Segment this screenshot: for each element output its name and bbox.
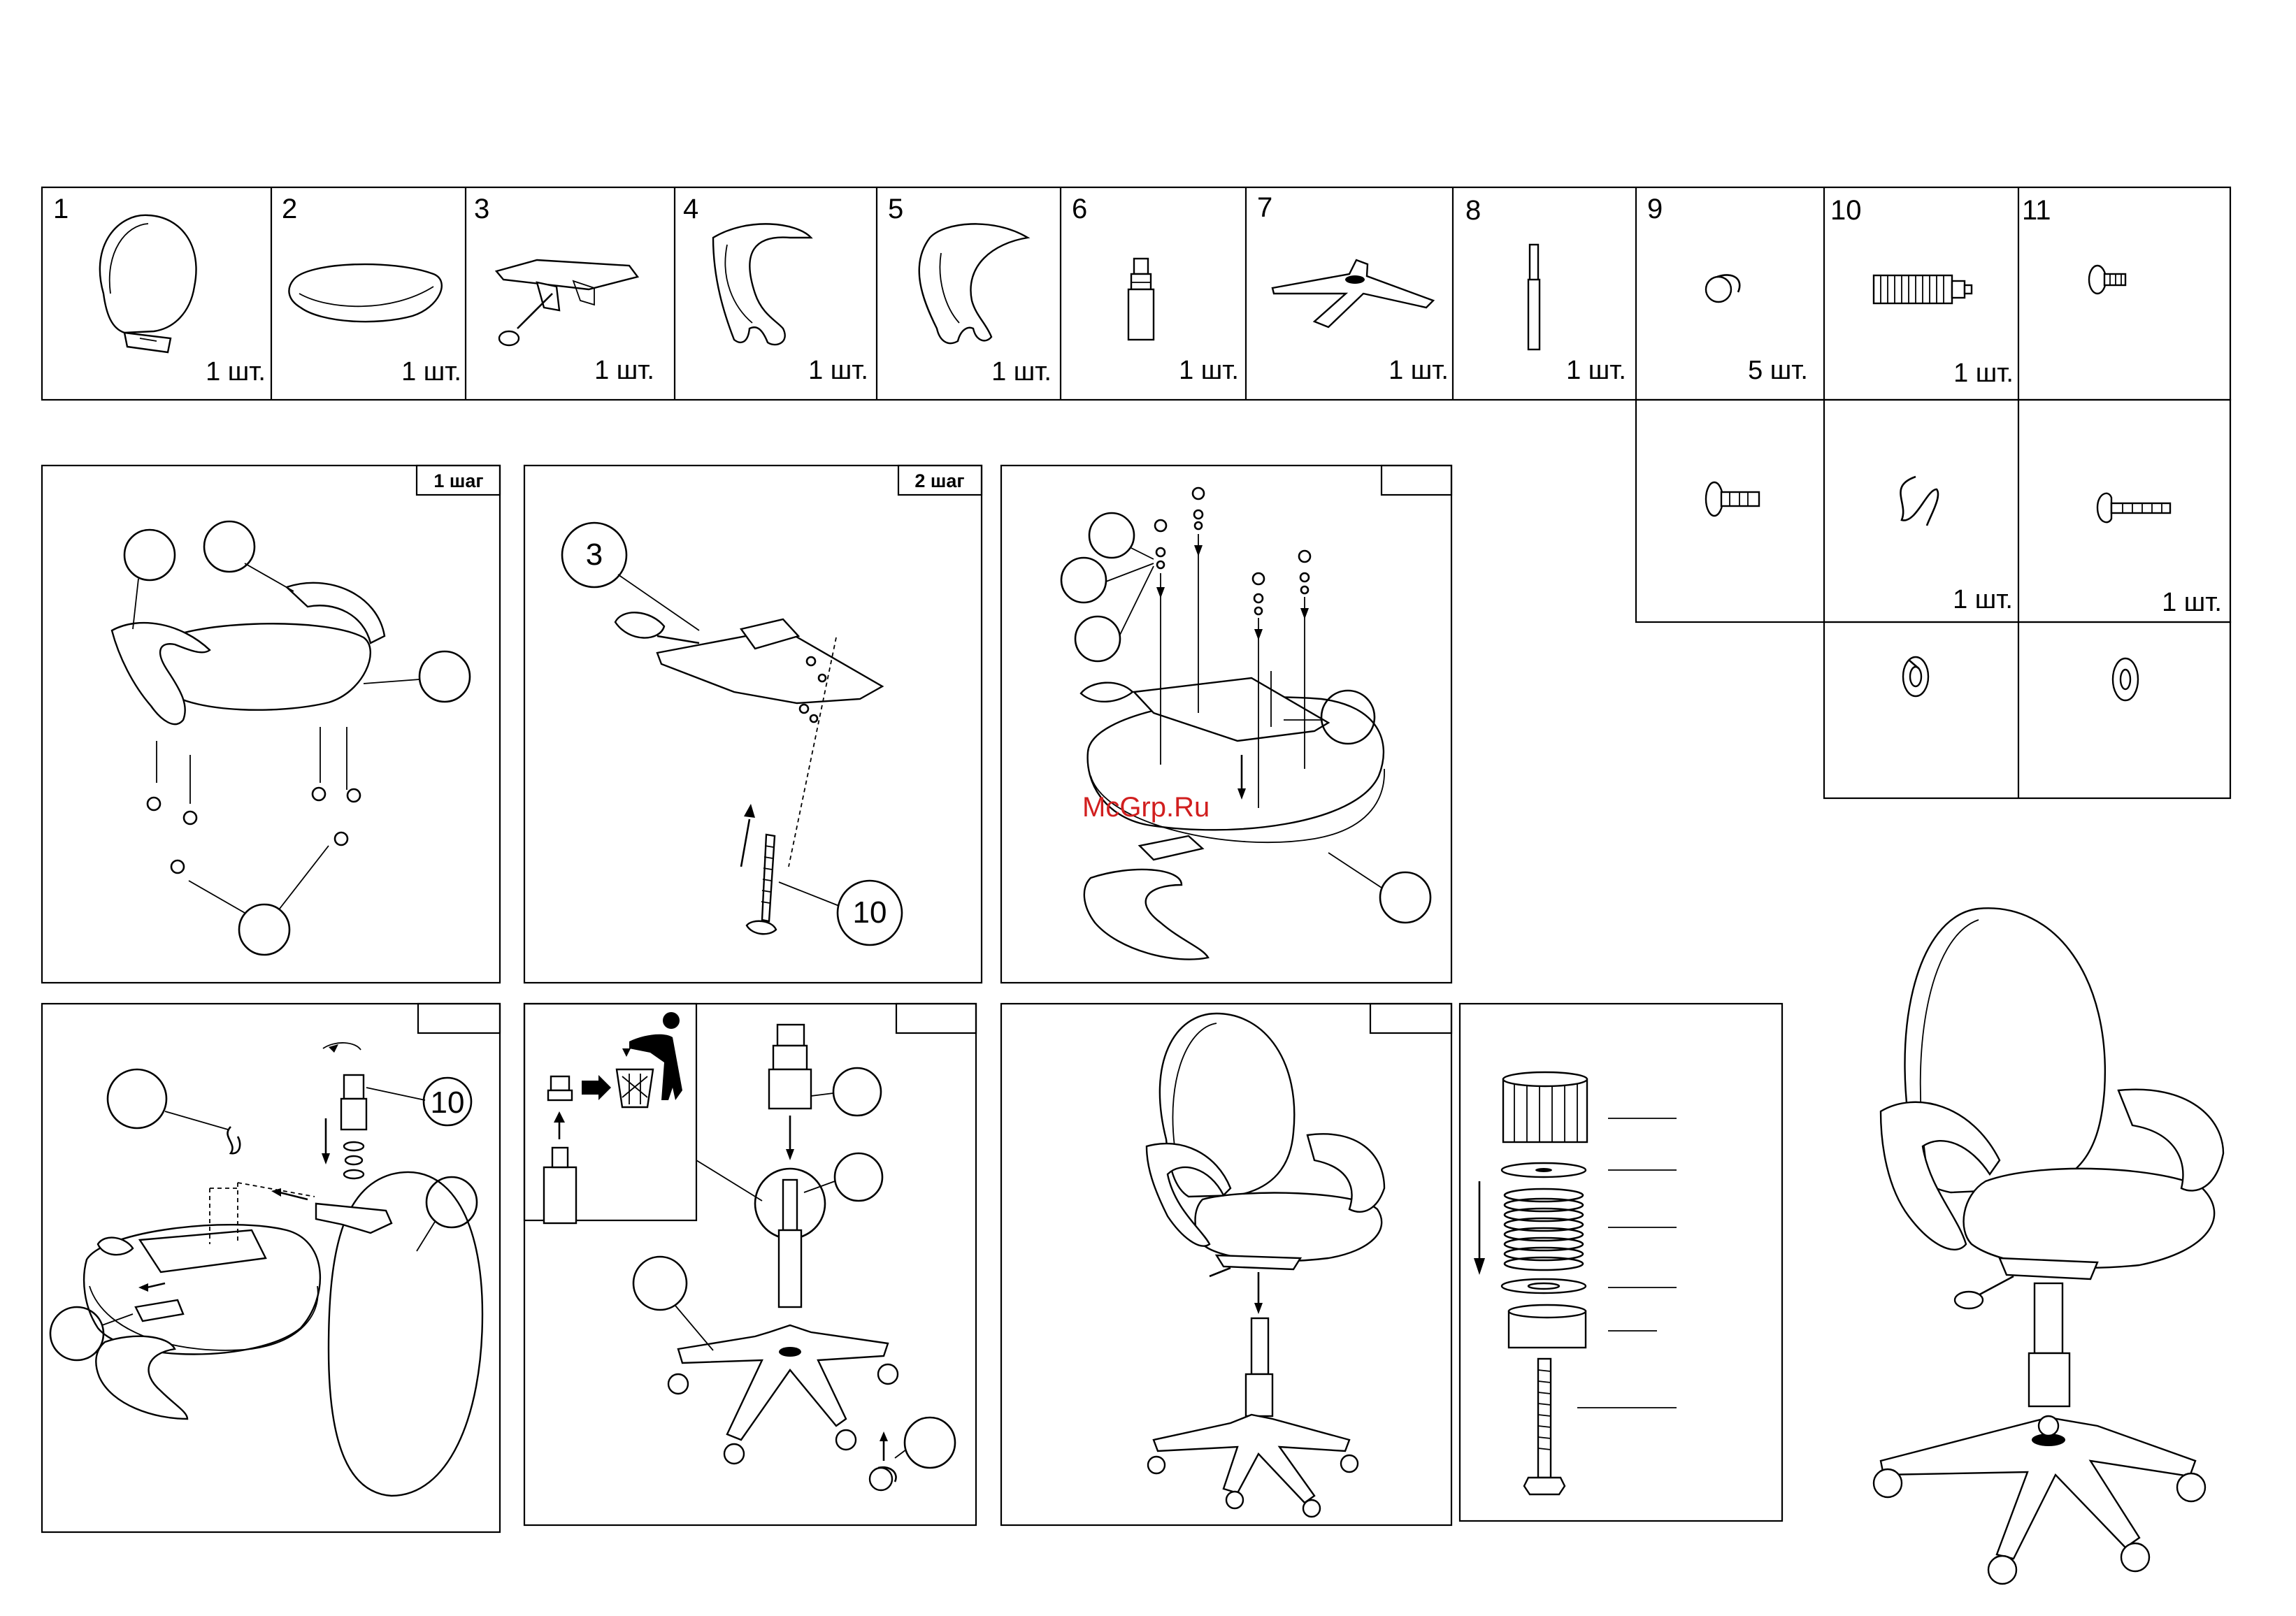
hardware-qty-12: 1 шт.	[1953, 585, 2013, 614]
screw-short-icon	[2089, 266, 2125, 294]
part-qty-9: 5 шт.	[1748, 356, 1808, 385]
step-label-2: 2 шаг	[914, 470, 964, 491]
step-panel-3: McGrp.Ru	[1001, 466, 1451, 983]
spring-clip-icon	[1900, 477, 1938, 526]
armrest-left-icon	[713, 224, 811, 345]
mechanism-icon	[496, 260, 638, 345]
lock-washer-icon	[1903, 657, 1928, 696]
star-base-icon	[1272, 260, 1433, 327]
watermark: McGrp.Ru	[1082, 792, 1210, 823]
step-panel-5	[524, 1004, 976, 1525]
hardware-qty-13: 1 шт.	[2162, 588, 2222, 617]
part-number-2: 2	[282, 194, 297, 224]
armrest-right-icon	[919, 224, 1028, 343]
step2-callout-bolt: 10	[853, 895, 887, 930]
part-qty-5: 1 шт.	[991, 357, 1052, 387]
caster-icon	[1706, 275, 1739, 302]
part-number-11: 11	[2022, 195, 2051, 226]
step4-callout-bolt: 10	[431, 1085, 465, 1120]
part-qty-2: 1 шт.	[401, 357, 461, 387]
part-quantities: 1 шт. 1 шт. 1 шт. 1 шт. 1 шт. 1 шт. 1 шт…	[206, 356, 2222, 617]
gas-spring-bolt-icon	[1874, 275, 1972, 303]
seat-icon	[289, 264, 441, 322]
part-number-8: 8	[1465, 195, 1481, 226]
part-number-10: 10	[1830, 195, 1862, 226]
part-number-3: 3	[474, 194, 489, 224]
step-panel-7	[1460, 1004, 1782, 1521]
part-qty-3: 1 шт.	[594, 356, 654, 385]
part-numbers: 1 2 3 4 5 6 7 8 9 10 11	[53, 192, 2051, 226]
part-number-6: 6	[1072, 194, 1087, 224]
screw-long-icon	[2097, 493, 2170, 522]
part-qty-7: 1 шт.	[1389, 356, 1449, 385]
backrest-icon	[100, 215, 196, 352]
part-number-1: 1	[53, 194, 69, 224]
step-panel-6	[1001, 1004, 1451, 1525]
part-qty-4: 1 шт.	[808, 356, 868, 385]
step-label-1: 1 шаг	[433, 470, 483, 491]
gas-pin-icon	[1528, 245, 1540, 349]
screw-medium-icon	[1706, 482, 1759, 516]
assembled-chair-illustration	[1874, 908, 2223, 1584]
part-number-9: 9	[1647, 194, 1663, 224]
step2-callout-part: 3	[586, 538, 603, 572]
part-qty-8: 1 шт.	[1566, 356, 1626, 385]
flat-washer-icon	[2113, 658, 2138, 700]
part-number-7: 7	[1257, 192, 1272, 223]
part-number-5: 5	[888, 194, 903, 224]
part-qty-6: 1 шт.	[1179, 356, 1239, 385]
part-qty-1: 1 шт.	[206, 357, 266, 387]
step-panel-2: 2 шаг 3 10	[524, 466, 982, 983]
step-panel-4: 10	[42, 1004, 500, 1532]
step-panel-1: 1 шаг	[42, 466, 500, 983]
part-number-4: 4	[683, 194, 698, 224]
gas-lift-icon	[1128, 259, 1154, 340]
part-qty-10: 1 шт.	[1953, 359, 2014, 388]
